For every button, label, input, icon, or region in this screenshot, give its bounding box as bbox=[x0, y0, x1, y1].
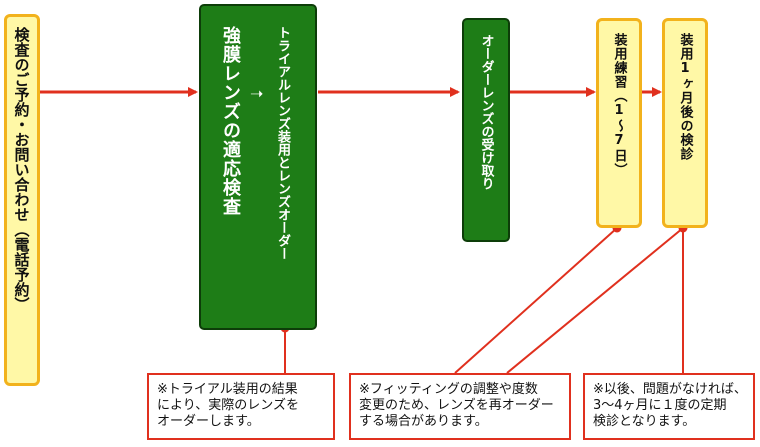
note-followup: ※以後、問題がなければ、 3～4ヶ月に１度の定期 検診となります。 bbox=[583, 373, 755, 440]
note-trial: ※トライアル装用の結果 により、実際のレンズを オーダーします。 bbox=[147, 373, 335, 440]
note-fitting-line: ※フィッティングの調整や度数 bbox=[359, 382, 538, 397]
step-exam-box: トライアルレンズ装用とレンズオーダー ➝ 強膜レンズの適応検査 bbox=[199, 4, 317, 330]
note-trial-line: ※トライアル装用の結果 bbox=[157, 382, 298, 397]
step-checkup-label: 装用1ヶ月後の検診 bbox=[677, 33, 693, 161]
step-checkup-box: 装用1ヶ月後の検診 bbox=[662, 18, 708, 228]
callout-line-practice bbox=[454, 227, 618, 374]
step-trial-label: トライアルレンズ装用とレンズオーダー bbox=[275, 26, 290, 260]
trial-arrow-icon: ➝ bbox=[250, 84, 264, 103]
note-followup-line: 検診となります。 bbox=[593, 414, 696, 429]
step-exam-label: 強膜レンズの適応検査 bbox=[220, 26, 241, 216]
note-fitting: ※フィッティングの調整や度数 変更のため、レンズを再オーダー する場合があります… bbox=[349, 373, 571, 440]
note-fitting-line: 変更のため、レンズを再オーダー bbox=[359, 398, 554, 413]
note-trial-line: により、実際のレンズを bbox=[157, 398, 299, 413]
note-followup-line: 3～4ヶ月に１度の定期 bbox=[593, 398, 727, 413]
step-receive-label: オーダーレンズの受け取り bbox=[478, 34, 494, 190]
step-receive-box: オーダーレンズの受け取り bbox=[462, 18, 510, 242]
note-fitting-line: する場合があります。 bbox=[359, 414, 488, 429]
note-followup-line: ※以後、問題がなければ、 bbox=[593, 382, 747, 397]
note-trial-line: オーダーします。 bbox=[157, 414, 260, 429]
step-practice-label: 装用練習（1～7日） bbox=[611, 33, 627, 177]
callout-line-checkup-a bbox=[506, 227, 684, 374]
step-inquiry-box: 検査のご予約・お問い合わせ（電話予約） bbox=[4, 14, 40, 386]
step-inquiry-label: 検査のご予約・お問い合わせ（電話予約） bbox=[12, 27, 31, 312]
step-practice-box: 装用練習（1～7日） bbox=[596, 18, 642, 228]
